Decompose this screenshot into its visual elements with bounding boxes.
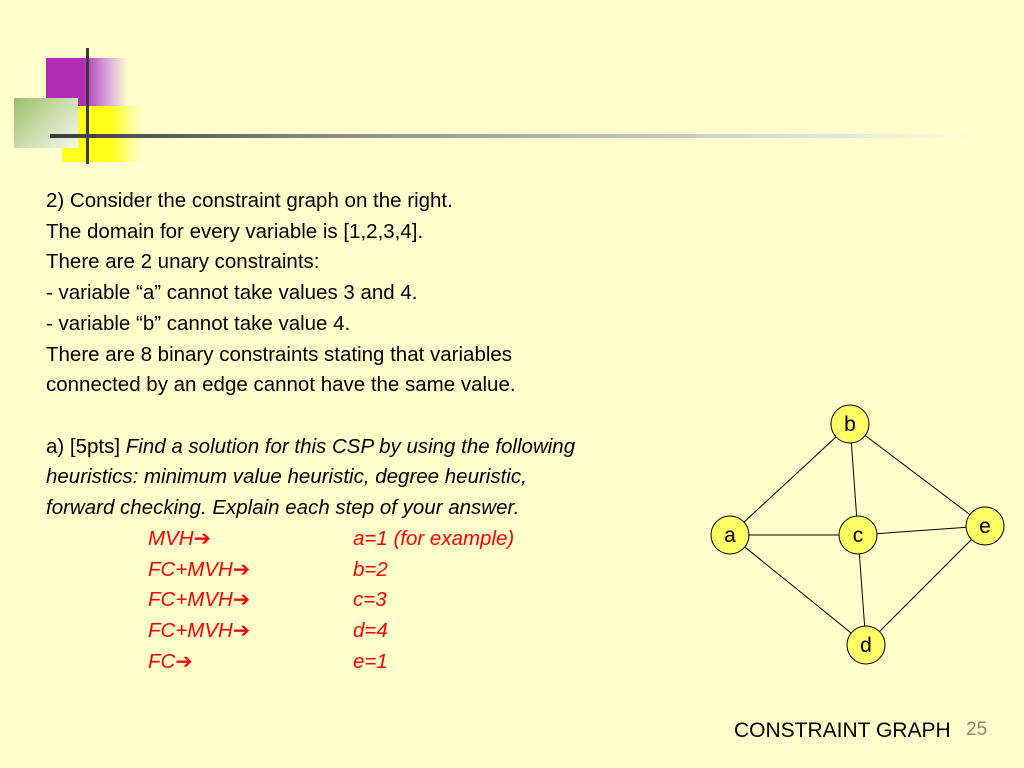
header-decoration-green-square (14, 98, 78, 148)
question-line: - variable “a” cannot take values 3 and … (46, 281, 418, 305)
question-line: There are 2 unary constraints: (46, 250, 320, 274)
question-line: 2) Consider the constraint graph on the … (46, 189, 453, 212)
graph-node-c: c (838, 515, 878, 555)
answer-row: FC+MVH➔ d=4 (148, 616, 514, 647)
part-a-instruction: Find a solution for this CSP by using th… (125, 434, 576, 458)
answer-row: FC➔ e=1 (148, 647, 514, 678)
graph-edge-a-b (729, 423, 851, 536)
graph-edge-b-e (849, 423, 986, 527)
question-line: The domain for every variable is [1,2,3,… (46, 219, 424, 243)
footer-title: CONSTRAINT GRAPH (734, 719, 951, 742)
header-decoration-horizontal-line (50, 134, 980, 138)
question-line: - variable “b” cannot take value 4. (46, 311, 351, 335)
graph-edge-c-e (857, 525, 986, 536)
arrow-right-icon: ➔ (232, 619, 251, 643)
arrow-right-icon: ➔ (232, 588, 251, 612)
graph-node-circle (965, 506, 1005, 546)
graph-node-a: a (710, 515, 750, 555)
arrow-right-icon: ➔ (232, 557, 251, 581)
graph-edge-d-e (865, 525, 986, 646)
graph-node-circle (830, 404, 870, 444)
answer-value: e=1 (353, 649, 388, 673)
arrow-right-icon: ➔ (193, 527, 211, 550)
graph-node-label: c (853, 524, 864, 547)
graph-node-circle (710, 515, 750, 555)
question-text: 2) Consider the constraint graph on the … (46, 186, 746, 524)
part-a-line-1: a) [5pts] Find a solution for this CSP b… (46, 432, 746, 463)
answer-label: FC+MVH➔ (148, 588, 251, 612)
part-a-prefix: a) [5pts] (46, 434, 126, 458)
part-a-line-2: heuristics: minimum value heuristic, deg… (46, 465, 527, 489)
answer-row: FC+MVH➔ c=3 (148, 585, 514, 616)
part-a-line-3: forward checking. Explain each step of y… (46, 496, 520, 520)
graph-node-label: a (724, 524, 736, 547)
answer-label: FC+MVH➔ (148, 619, 251, 643)
graph-node-circle (838, 515, 878, 555)
answer-steps: MVH➔ a=1 (for example) FC+MVH➔ b=2 FC+MV… (148, 524, 514, 678)
answer-value: a=1 (for example) (353, 527, 515, 550)
graph-node-e: e (965, 506, 1005, 546)
answer-label: FC➔ (148, 649, 193, 673)
graph-edge-a-d (729, 534, 867, 646)
slide-number: 25 (966, 719, 988, 740)
answer-label: FC+MVH➔ (148, 557, 251, 581)
arrow-right-icon: ➔ (175, 649, 193, 673)
answer-value: c=3 (353, 588, 387, 612)
answer-row: MVH➔ a=1 (for example) (148, 524, 514, 555)
question-line: There are 8 binary constraints stating t… (46, 342, 513, 366)
graph-node-label: d (860, 634, 872, 657)
graph-node-label: e (979, 515, 991, 538)
graph-node-label: b (844, 413, 856, 436)
answer-row: FC+MVH➔ b=2 (148, 555, 514, 586)
answer-value: d=4 (353, 619, 388, 643)
answer-label: MVH➔ (148, 527, 211, 550)
answer-value: b=2 (353, 557, 388, 581)
graph-node-d: d (846, 625, 886, 665)
graph-node-circle (846, 625, 886, 665)
question-line: connected by an edge cannot have the sam… (46, 373, 516, 397)
header-decoration-vertical-line (86, 48, 89, 164)
graph-nodes: b a c e d (710, 404, 1005, 665)
graph-node-b: b (830, 404, 870, 444)
